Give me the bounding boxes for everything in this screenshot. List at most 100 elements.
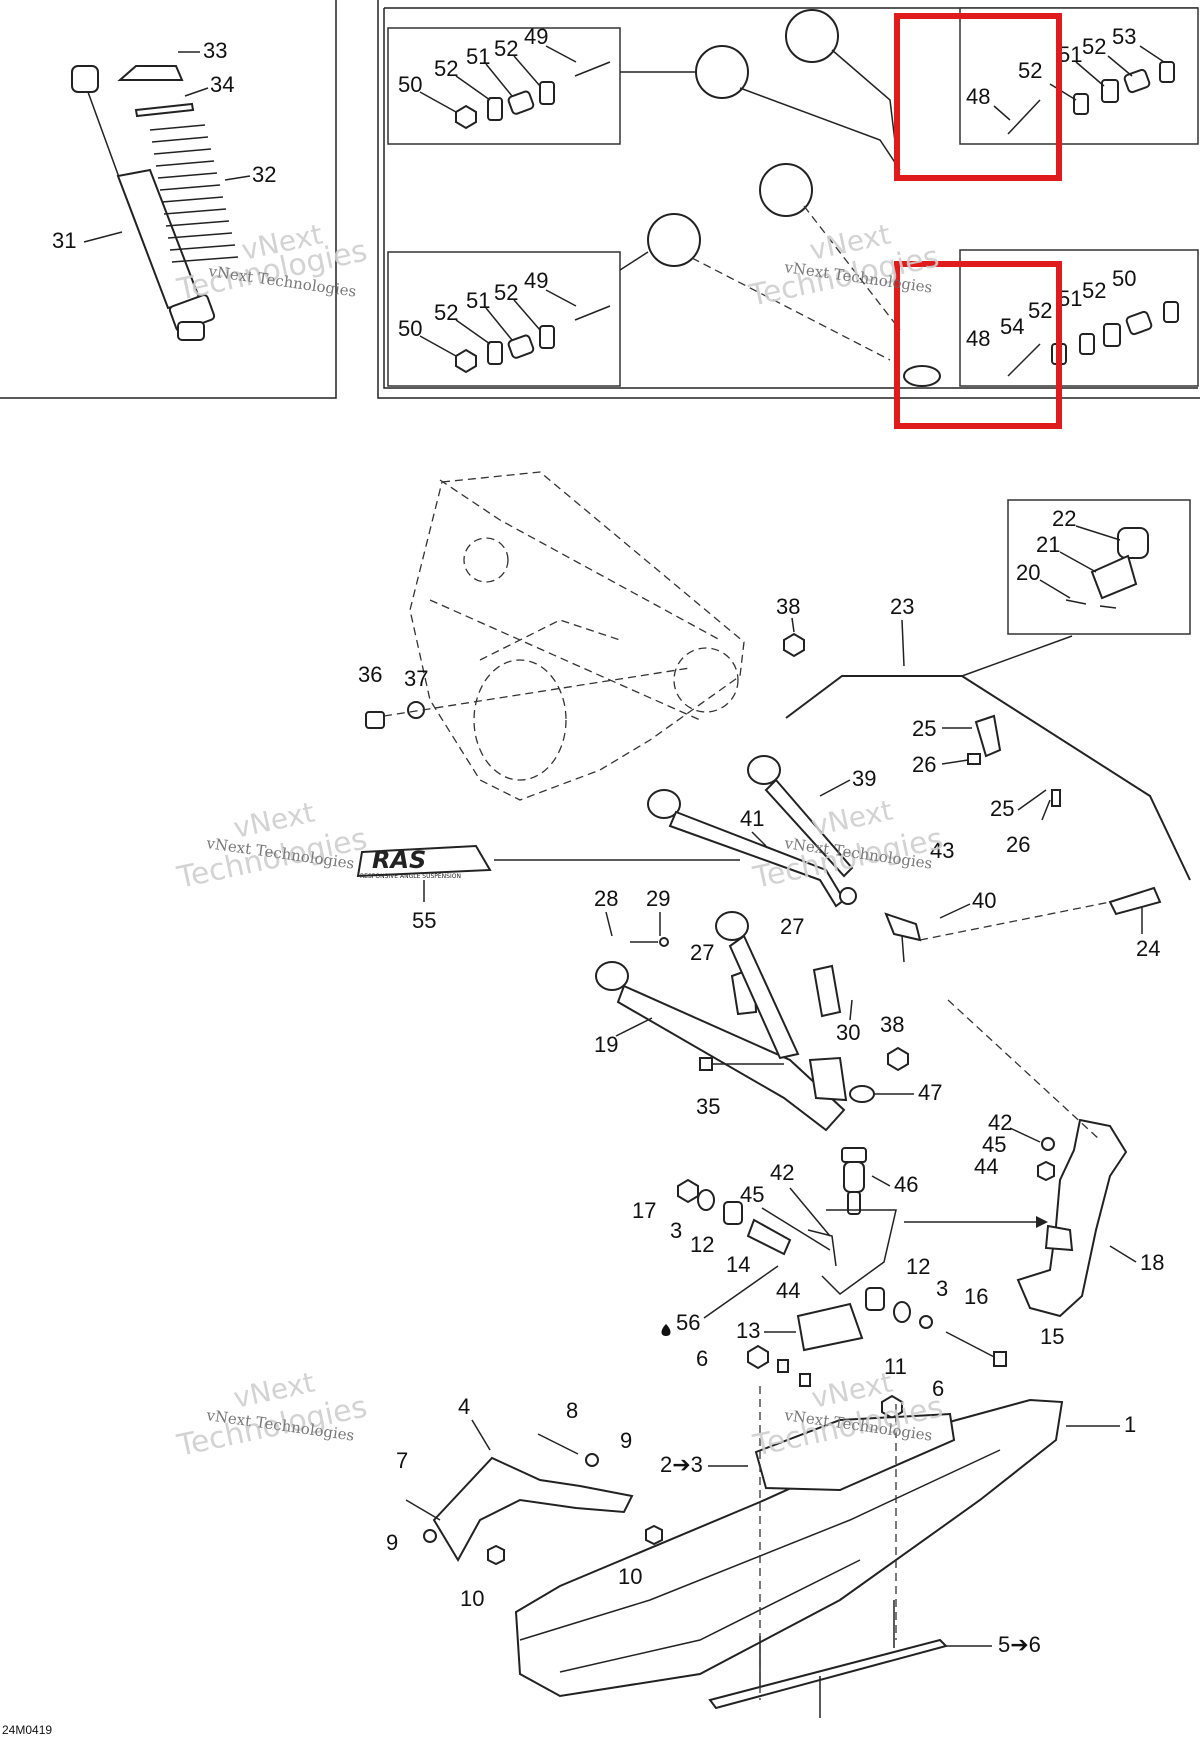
callout-50-c: 50 <box>1112 266 1136 291</box>
callout-29: 29 <box>646 886 670 911</box>
bolt-11-b <box>799 1373 811 1387</box>
lower-a-arm <box>595 911 848 1132</box>
callout-44-a: 44 <box>974 1154 998 1179</box>
callout-38-a: 38 <box>776 594 800 619</box>
bracket-25-a <box>974 714 1002 758</box>
callout-52-e: 52 <box>1018 58 1042 83</box>
callout-54: 54 <box>1000 314 1024 339</box>
callout-42-b: 42 <box>770 1160 794 1185</box>
hardware-box-lower-front <box>387 251 621 387</box>
chassis-frame <box>409 471 745 801</box>
callout-52-c: 52 <box>434 300 458 325</box>
tie-rod-end-40 <box>884 912 922 942</box>
callout-18: 18 <box>1140 1250 1164 1275</box>
callout-3-a: 3 <box>670 1218 682 1243</box>
watermark-top-right: vNext Technologies vNext Technologies <box>745 218 942 314</box>
bolt-kit-2 <box>455 305 611 374</box>
nut-38-a <box>783 632 805 658</box>
figure-code: 24M0419 <box>2 1723 52 1737</box>
bolt-35 <box>699 1057 713 1071</box>
callout-26-a: 26 <box>912 752 936 777</box>
callout-53: 53 <box>1112 24 1136 49</box>
bolt-15 <box>993 1351 1007 1367</box>
callout-47: 47 <box>918 1080 942 1105</box>
washer-3-a <box>697 1189 715 1211</box>
callout-24: 24 <box>1136 936 1160 961</box>
washer-3-b <box>893 1301 911 1323</box>
spindle-18 <box>1016 1118 1128 1318</box>
callout-27-b: 27 <box>780 914 804 939</box>
callout-12-b: 12 <box>906 1254 930 1279</box>
a-arm-upper-sketch <box>620 9 901 171</box>
callout-28: 28 <box>594 886 618 911</box>
bolt-11-a <box>777 1359 789 1373</box>
callout-10-a: 10 <box>460 1586 484 1611</box>
callout-14: 14 <box>726 1252 750 1277</box>
washer-37 <box>407 701 425 719</box>
callout-5-to-6: 5➔6 <box>998 1632 1041 1657</box>
callout-51-d: 51 <box>1058 286 1082 311</box>
shock-absorber <box>71 65 216 341</box>
nut-6-a <box>747 1344 769 1370</box>
callout-25-b: 25 <box>990 796 1014 821</box>
clip-47 <box>849 1085 875 1103</box>
callout-40: 40 <box>972 888 996 913</box>
callout-52-a: 52 <box>434 56 458 81</box>
callout-33: 33 <box>203 38 227 63</box>
callout-45-b: 45 <box>740 1182 764 1207</box>
a-arm-panel-frame <box>377 0 1200 399</box>
callout-9-a: 9 <box>620 1428 632 1453</box>
upper-a-arm <box>647 755 854 908</box>
callout-52-g: 52 <box>1028 298 1052 323</box>
callout-49-a: 49 <box>524 24 548 49</box>
bolt-kit-1 <box>455 61 611 130</box>
ras-logo-text: RAS <box>372 846 426 874</box>
ski-handle-4 <box>432 1456 634 1563</box>
callout-20: 20 <box>1016 560 1040 585</box>
highlight-box-lower <box>894 261 1062 429</box>
nut-17 <box>677 1178 699 1204</box>
callout-48-a: 48 <box>966 84 990 109</box>
watermark-mid-right: vNext Technologies vNext Technologies <box>749 794 946 896</box>
callout-1: 1 <box>1124 1412 1136 1437</box>
sway-bar-clamp-inset <box>1007 499 1191 635</box>
spacer-16 <box>919 1315 933 1329</box>
ras-decal: RAS RESPONSIVE ANGLE SUSPENSION <box>356 844 492 880</box>
spring-retainer <box>117 65 184 81</box>
callout-46: 46 <box>894 1172 918 1197</box>
callout-39: 39 <box>852 766 876 791</box>
callout-10-b: 10 <box>618 1564 642 1589</box>
callout-32: 32 <box>252 162 276 187</box>
washer-43 <box>839 887 857 905</box>
callout-6-b: 6 <box>932 1376 944 1401</box>
ball-joint-46 <box>841 1147 867 1215</box>
hardware-box-upper-rear <box>959 7 1199 145</box>
callout-37: 37 <box>404 666 428 691</box>
nut-38-b <box>887 1046 909 1072</box>
callout-35: 35 <box>696 1094 720 1119</box>
callout-4: 4 <box>458 1394 470 1419</box>
bolt-36 <box>365 711 385 729</box>
ski-1 <box>514 1398 1064 1698</box>
bushing-12-a <box>723 1201 743 1225</box>
callout-17: 17 <box>632 1198 656 1223</box>
highlight-box-upper <box>894 13 1062 181</box>
callout-3-b: 3 <box>936 1276 948 1301</box>
callout-13: 13 <box>736 1318 760 1343</box>
grease-drop-icon <box>661 1324 671 1336</box>
callout-49-b: 49 <box>524 268 548 293</box>
callout-26-b: 26 <box>1006 832 1030 857</box>
nut-6-b <box>881 1394 903 1420</box>
callout-16: 16 <box>964 1284 988 1309</box>
ras-logo-subtext: RESPONSIVE ANGLE SUSPENSION <box>360 873 461 880</box>
callout-52-h: 52 <box>1082 278 1106 303</box>
bushing-12-b <box>865 1287 885 1311</box>
callout-52-f: 52 <box>1082 34 1106 59</box>
callout-51-c: 51 <box>1058 42 1082 67</box>
callout-23: 23 <box>890 594 914 619</box>
callout-38-b: 38 <box>880 1012 904 1037</box>
callout-6-a: 6 <box>696 1346 708 1371</box>
watermark-mid-left: vNext Technologies vNext Technologies <box>173 796 370 896</box>
shock-spring <box>149 124 239 263</box>
callout-15: 15 <box>1040 1324 1064 1349</box>
